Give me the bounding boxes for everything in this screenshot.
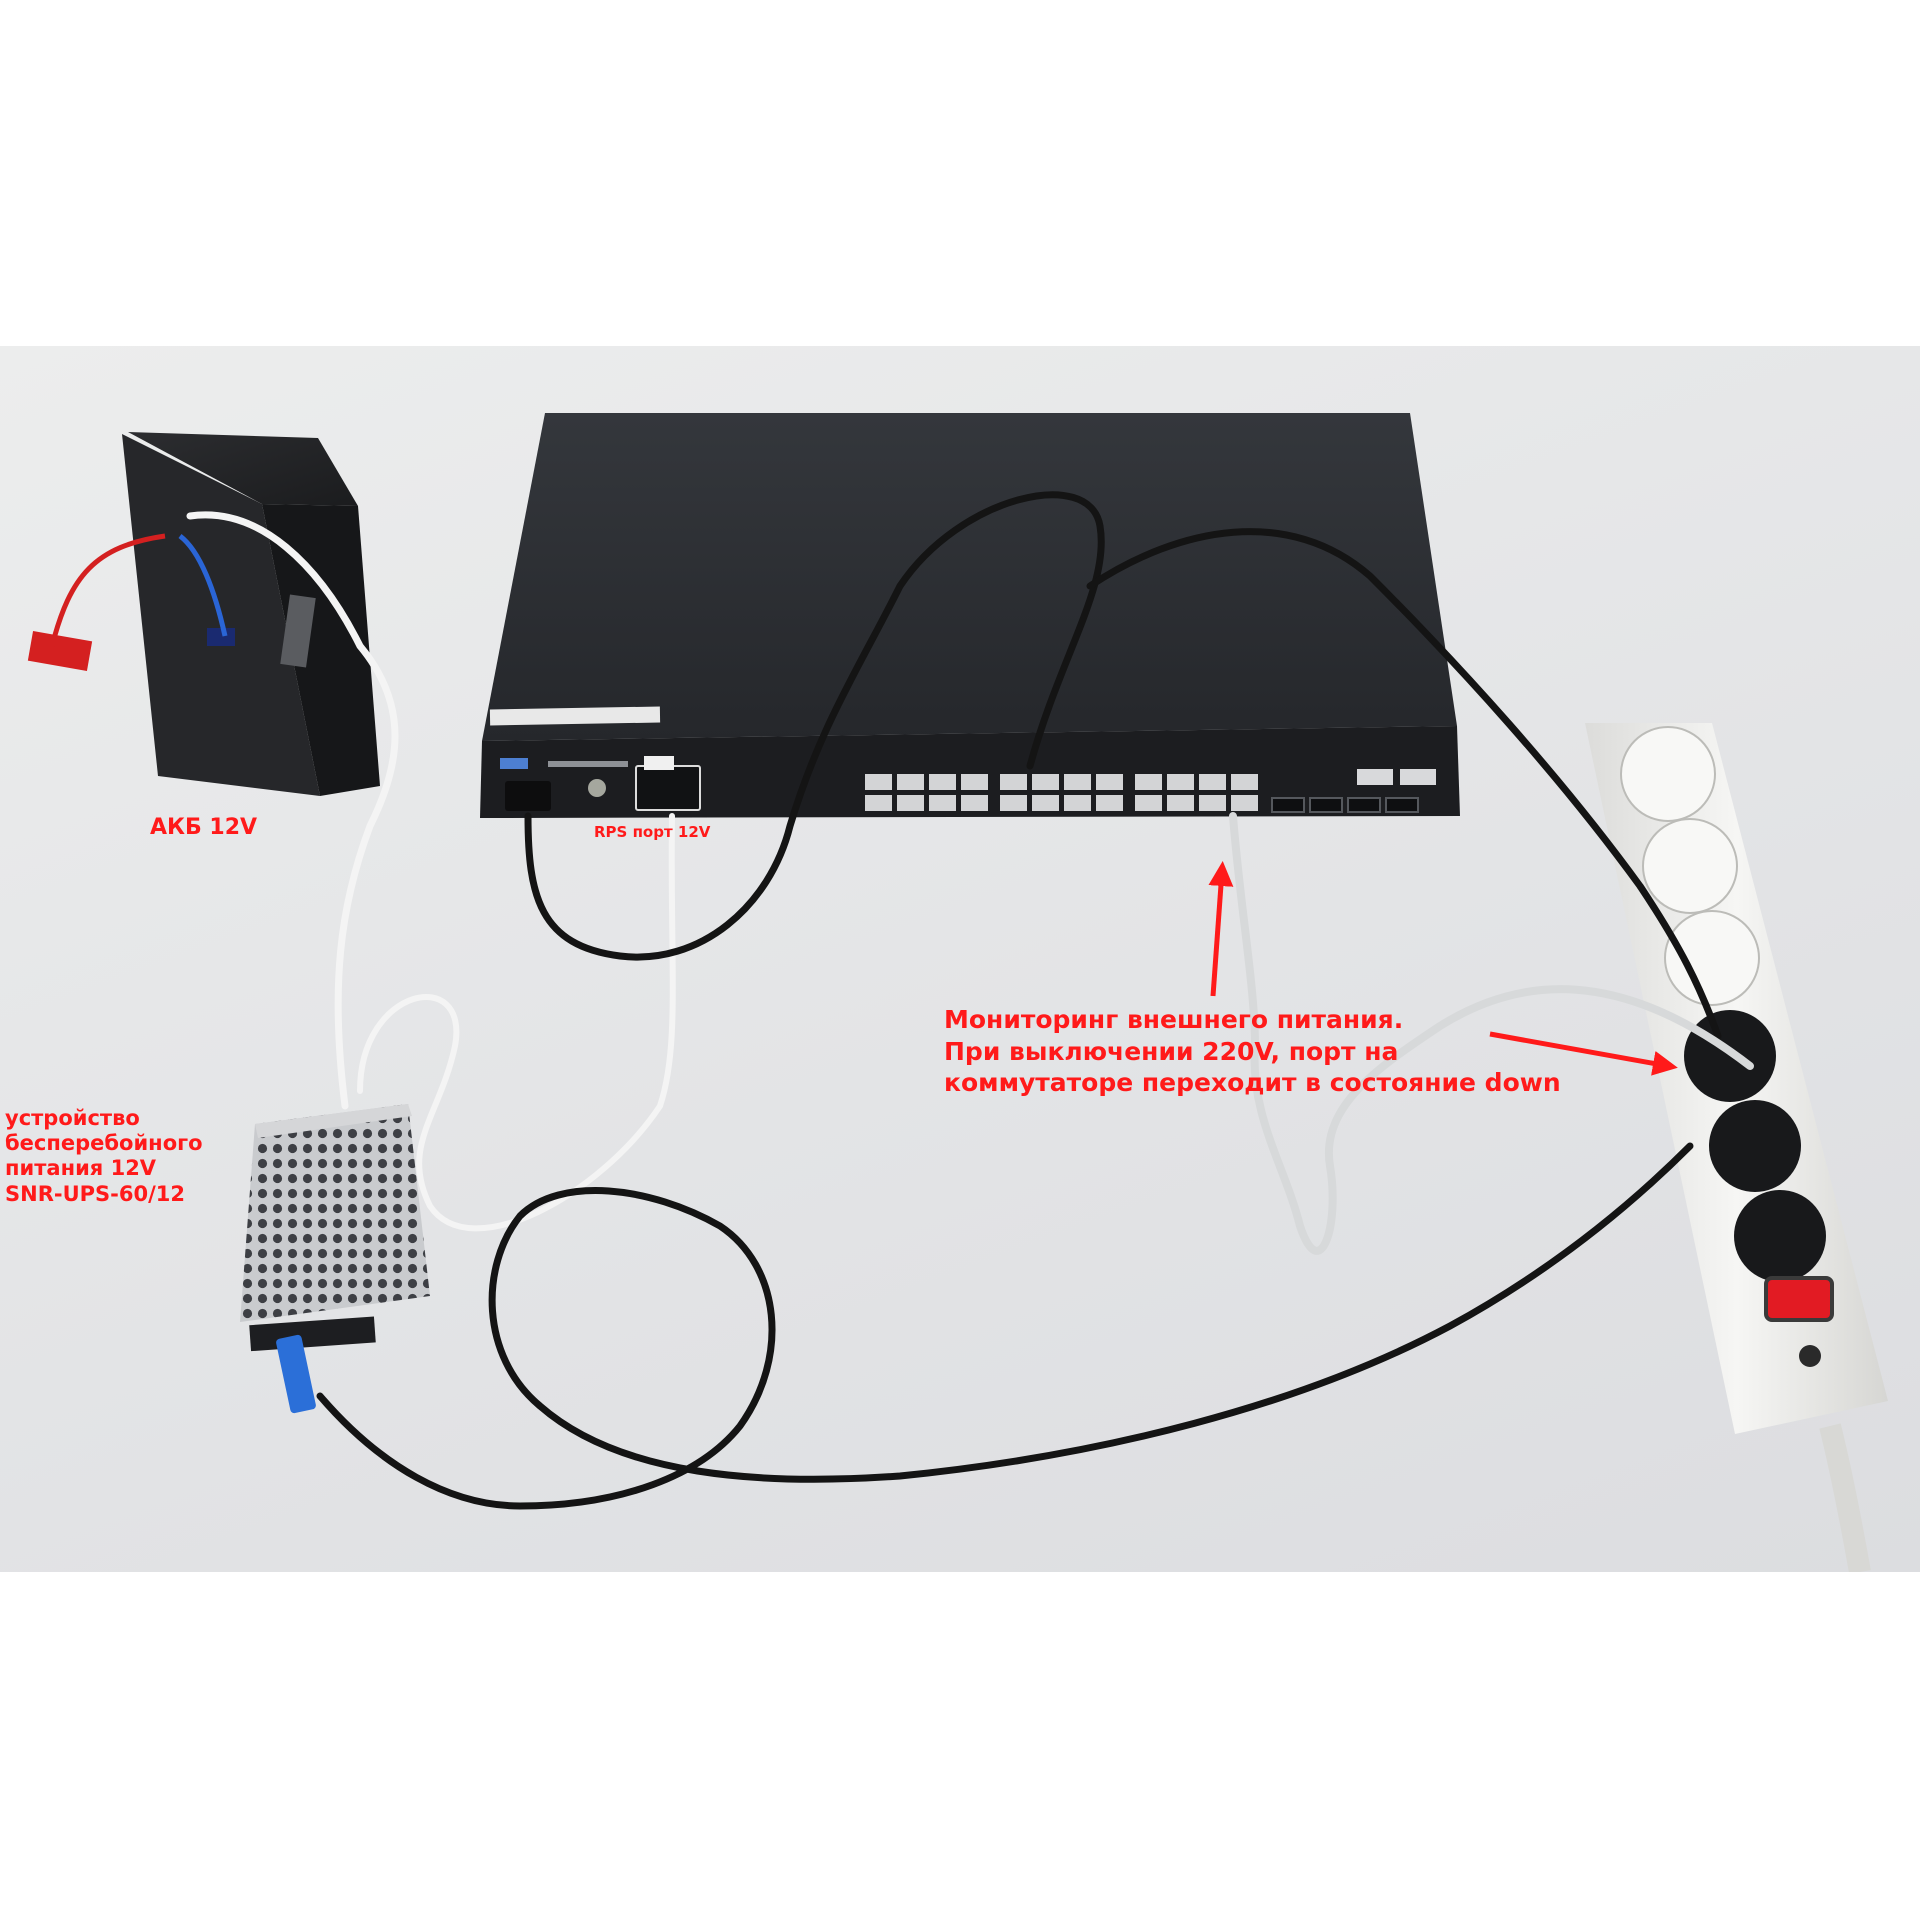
battery-akb — [27, 432, 380, 796]
ethernet-port — [1064, 795, 1091, 811]
ethernet-ports — [865, 774, 1258, 811]
sfp-port — [1271, 797, 1305, 813]
ethernet-port — [1199, 795, 1226, 811]
ethernet-port — [865, 795, 892, 811]
white-cable-loop — [357, 813, 676, 1232]
ups-label: устройство бесперебойного питания 12V SN… — [5, 1106, 203, 1207]
equipment-scene — [27, 413, 1888, 1572]
ethernet-port — [897, 795, 924, 811]
battery-logo — [280, 594, 316, 668]
arrow-to-switch-port — [1208, 861, 1234, 997]
power-switch — [1764, 1276, 1834, 1322]
battery-red-terminal — [27, 631, 93, 671]
arrow-to-power-strip — [1489, 1031, 1678, 1076]
ups-blue-connector — [276, 1334, 316, 1414]
ethernet-port — [961, 774, 988, 790]
annotation-arrows — [1208, 861, 1678, 1076]
ups-terminal-block — [249, 1316, 376, 1352]
ethernet-port — [929, 795, 956, 811]
ethernet-port — [897, 774, 924, 790]
power-socket — [505, 781, 551, 811]
setup-photo: АКБ 12V RPS порт 12V устройство беспереб… — [0, 346, 1920, 1572]
ups-label-line: питания 12V — [5, 1156, 157, 1181]
monitoring-note: Мониторинг внешнего питания. При выключе… — [944, 1004, 1561, 1099]
plug-2 — [1709, 1100, 1801, 1192]
sfp-port — [1309, 797, 1343, 813]
battery-label: АКБ 12V — [150, 815, 258, 840]
white-cable-battery-to-ups — [186, 511, 399, 1110]
switch-model-text — [548, 761, 628, 767]
battery-top — [128, 432, 358, 506]
ethernet-port — [1000, 774, 1027, 790]
power-strip — [1585, 723, 1888, 1572]
ethernet-port — [1231, 774, 1258, 790]
plug-3 — [1734, 1190, 1826, 1282]
black-cable-ups-to-strip — [316, 1142, 1694, 1510]
ethernet-port — [929, 774, 956, 790]
ethernet-port — [1032, 795, 1059, 811]
sfp-port — [1385, 797, 1419, 813]
ethernet-port — [1064, 774, 1091, 790]
battery-black-terminal — [207, 628, 235, 646]
console-port — [1357, 769, 1393, 785]
ethernet-port — [1167, 774, 1194, 790]
ethernet-port — [1032, 774, 1059, 790]
rps-port-label: RPS порт 12V — [594, 823, 711, 841]
power-strip-cable — [1819, 1423, 1871, 1572]
cables — [186, 491, 1754, 1510]
ups-label-line: устройство — [5, 1106, 140, 1130]
sfp-port — [1347, 797, 1381, 813]
monitoring-note-line: Мониторинг внешнего питания. — [944, 1005, 1404, 1034]
monitoring-note-line: При выключении 220V, порт на — [944, 1036, 1399, 1066]
switch-serial-sticker — [489, 706, 661, 726]
ethernet-port — [1096, 795, 1123, 811]
black-cable-switch-to-strip — [1086, 528, 1722, 1040]
monitoring-note-line: коммутаторе переходит в состояние down — [944, 1068, 1561, 1097]
ethernet-port — [1135, 795, 1162, 811]
ethernet-port — [961, 795, 988, 811]
ups-label-line: SNR-UPS-60/12 — [5, 1181, 185, 1206]
battery-side — [262, 504, 380, 796]
ups-module — [240, 1104, 430, 1414]
ethernet-port — [1199, 774, 1226, 790]
switch-top-panel — [482, 413, 1457, 741]
mgmt-port — [1400, 769, 1436, 785]
black-cable-switch-power — [524, 491, 1105, 961]
sfp-ports — [1271, 797, 1419, 813]
ethernet-port — [1167, 795, 1194, 811]
ups-label-line: бесперебойного — [5, 1131, 203, 1156]
network-switch — [480, 413, 1460, 818]
switch-logo — [500, 758, 528, 769]
ethernet-port — [1231, 795, 1258, 811]
ups-body — [240, 1104, 430, 1322]
power-outlet-3 — [1664, 910, 1760, 1006]
power-outlet-1 — [1620, 726, 1716, 822]
ethernet-port — [1096, 774, 1123, 790]
ground-screw — [588, 779, 606, 797]
power-strip-button — [1799, 1345, 1821, 1367]
ethernet-port — [1000, 795, 1027, 811]
ethernet-port — [865, 774, 892, 790]
battery-blue-wire — [178, 534, 228, 637]
ethernet-port — [1135, 774, 1162, 790]
white-cable-monitoring — [1229, 812, 1754, 1255]
power-outlet-2 — [1642, 818, 1738, 914]
battery-red-wire — [49, 533, 166, 647]
rps-port — [635, 765, 701, 811]
